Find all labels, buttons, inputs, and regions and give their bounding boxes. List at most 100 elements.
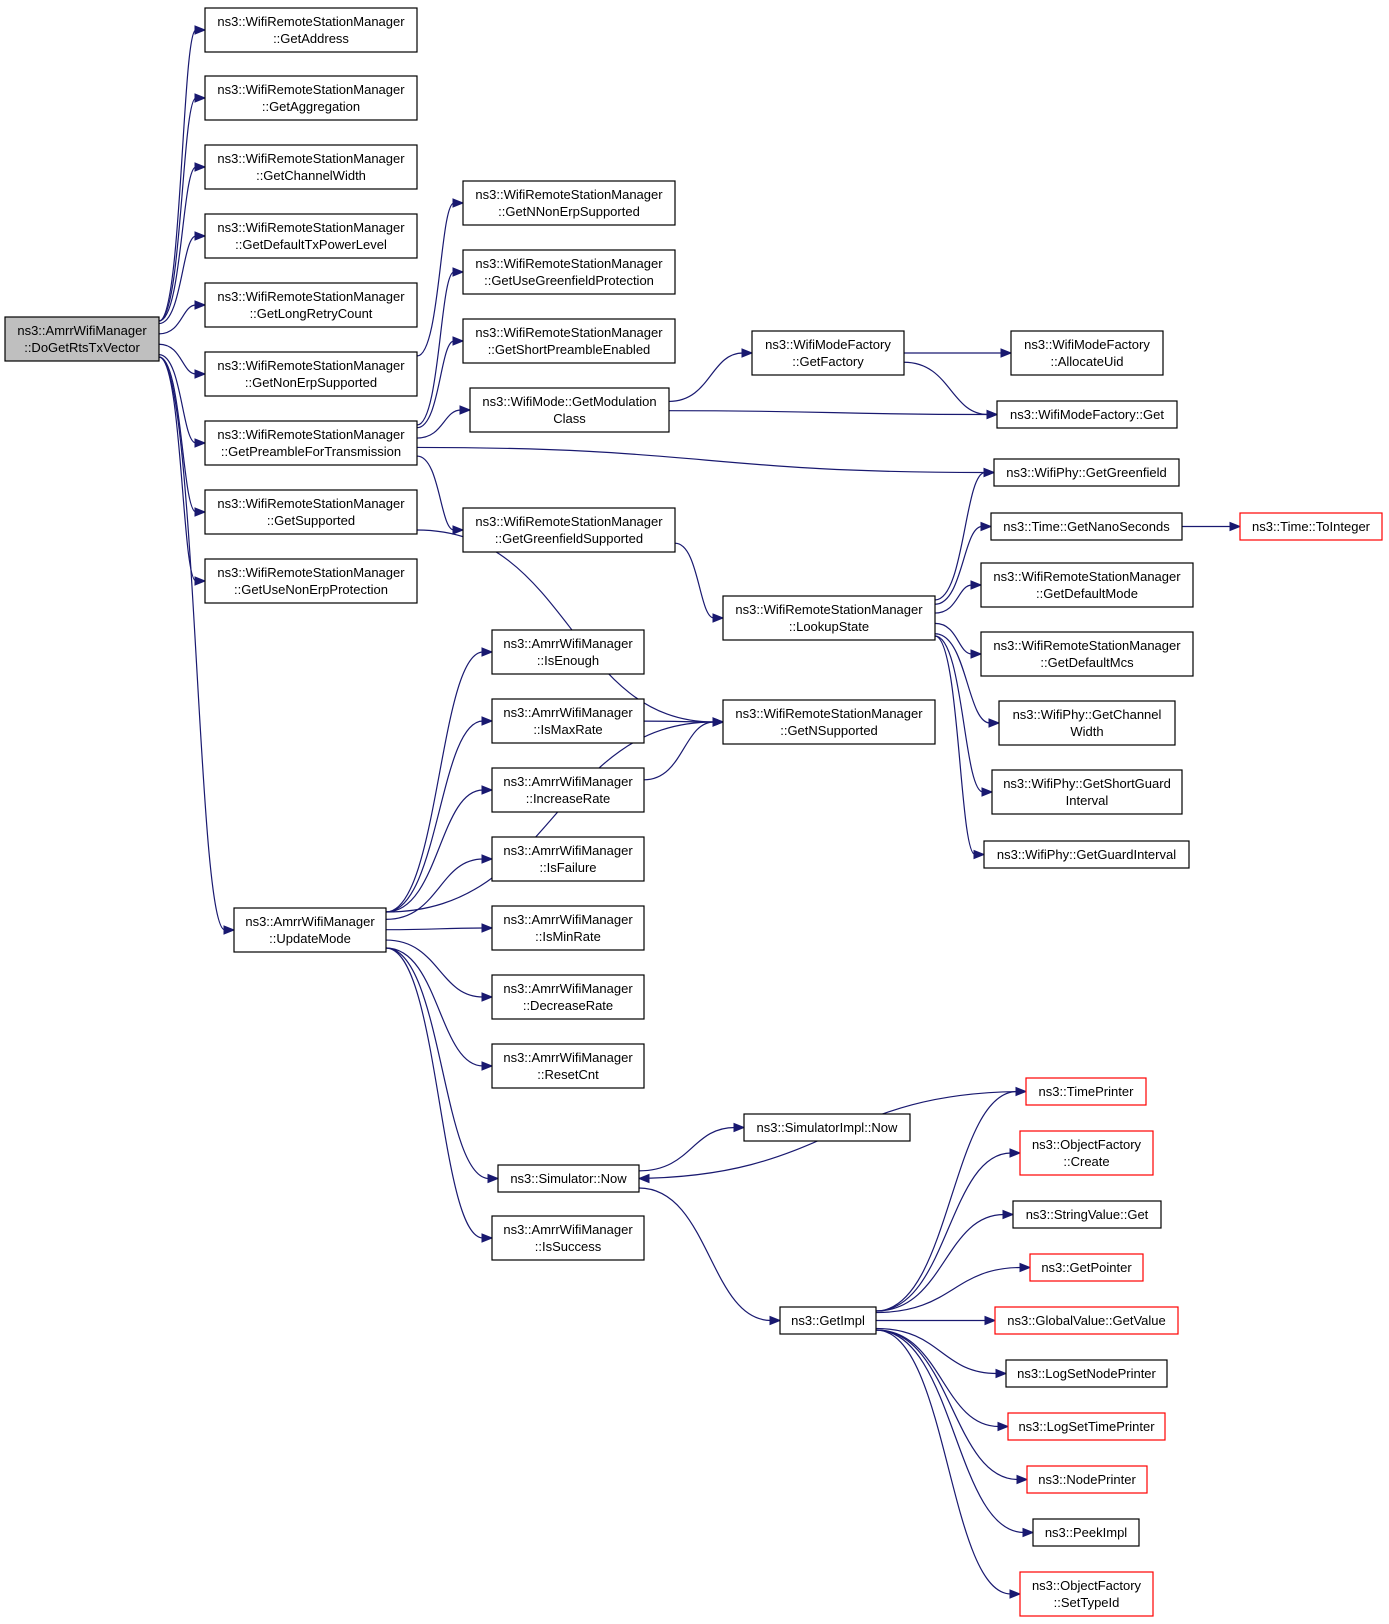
node-isenough[interactable]: ns3::AmrrWifiManager::IsEnough — [491, 629, 645, 675]
node-objcreate[interactable]: ns3::ObjectFactory::Create — [1019, 1130, 1154, 1176]
node-factoryget[interactable]: ns3::WifiModeFactory::Get — [996, 400, 1178, 429]
node-simimplnow[interactable]: ns3::SimulatorImpl::Now — [743, 1113, 911, 1142]
node-issuccess[interactable]: ns3::AmrrWifiManager::IsSuccess — [491, 1215, 645, 1261]
edge-root-getpreamble — [158, 354, 207, 448]
node-phychannelwidth[interactable]: ns3::WifiPhy::GetChannelWidth — [998, 700, 1176, 746]
node-label: ::GetNNonErpSupported — [498, 204, 640, 219]
node-getpointer[interactable]: ns3::GetPointer — [1029, 1253, 1144, 1282]
node-getaggregation[interactable]: ns3::WifiRemoteStationManager::GetAggreg… — [204, 75, 418, 121]
edge-arrowhead — [1019, 1262, 1032, 1273]
node-label: ns3::WifiRemoteStationManager — [993, 569, 1181, 584]
node-isminrate[interactable]: ns3::AmrrWifiManager::IsMinRate — [491, 905, 645, 951]
node-increaserate[interactable]: ns3::AmrrWifiManager::IncreaseRate — [491, 767, 645, 813]
node-label: ::GetUseGreenfieldProtection — [484, 273, 654, 288]
node-label: ::IsMaxRate — [533, 722, 602, 737]
node-getdefaultmode[interactable]: ns3::WifiRemoteStationManager::GetDefaul… — [980, 562, 1194, 608]
node-label: ns3::WifiRemoteStationManager — [217, 151, 405, 166]
edge-arrowhead — [487, 1173, 500, 1184]
node-getnnonerp[interactable]: ns3::WifiRemoteStationManager::GetNNonEr… — [462, 180, 676, 226]
edge-line — [416, 340, 455, 429]
edge-getgreenfieldsupported-lookupstate — [674, 542, 725, 623]
node-getsupported[interactable]: ns3::WifiRemoteStationManager::GetSuppor… — [204, 489, 418, 535]
node-box — [462, 507, 676, 553]
edge-arrowhead — [733, 1122, 746, 1133]
node-getchannelwidth[interactable]: ns3::WifiRemoteStationManager::GetChanne… — [204, 144, 418, 190]
node-lognodeprinter[interactable]: ns3::LogSetNodePrinter — [1005, 1359, 1168, 1388]
edge-arrowhead — [194, 507, 207, 517]
node-label: ns3::WifiRemoteStationManager — [475, 325, 663, 340]
node-getfactory[interactable]: ns3::WifiModeFactory::GetFactory — [751, 330, 905, 376]
edge-root-updatemode — [158, 356, 236, 935]
node-lookupstate[interactable]: ns3::WifiRemoteStationManager::LookupSta… — [722, 595, 936, 641]
edge-arrowhead — [194, 300, 207, 310]
node-logtimeprinter[interactable]: ns3::LogSetTimePrinter — [1007, 1412, 1166, 1441]
node-box — [204, 75, 418, 121]
edge-arrowhead — [980, 521, 993, 532]
node-box — [991, 769, 1183, 815]
edge-line — [903, 361, 989, 416]
node-ismaxrate[interactable]: ns3::AmrrWifiManager::IsMaxRate — [491, 698, 645, 744]
node-nodeprinter[interactable]: ns3::NodePrinter — [1026, 1465, 1148, 1494]
node-getshortpreamble[interactable]: ns3::WifiRemoteStationManager::GetShortP… — [462, 318, 676, 364]
node-getnsupported[interactable]: ns3::WifiRemoteStationManager::GetNSuppo… — [722, 699, 936, 745]
edge-arrowhead — [452, 267, 465, 277]
node-label: ns3::LogSetNodePrinter — [1017, 1366, 1156, 1381]
edge-arrowhead — [769, 1315, 782, 1326]
node-box — [994, 1306, 1179, 1335]
node-getlongretry[interactable]: ns3::WifiRemoteStationManager::GetLongRe… — [204, 282, 418, 328]
node-timeprinter[interactable]: ns3::TimePrinter — [1025, 1077, 1147, 1106]
node-box — [990, 512, 1183, 541]
node-label: ns3::WifiRemoteStationManager — [217, 14, 405, 29]
edge-arrowhead — [984, 1315, 997, 1326]
edge-line — [875, 1329, 1012, 1595]
node-label: ns3::Time::GetNanoSeconds — [1003, 519, 1170, 534]
node-updatemode[interactable]: ns3::AmrrWifiManager::UpdateMode — [233, 907, 387, 953]
edge-arrowhead — [194, 438, 207, 448]
edge-arrowhead — [481, 992, 494, 1002]
node-settypeid[interactable]: ns3::ObjectFactory::SetTypeId — [1019, 1571, 1154, 1617]
node-getnonerp[interactable]: ns3::WifiRemoteStationManager::GetNonErp… — [204, 351, 418, 397]
node-simnow[interactable]: ns3::Simulator::Now — [497, 1164, 640, 1193]
node-getusenonerp[interactable]: ns3::WifiRemoteStationManager::GetUseNon… — [204, 558, 418, 604]
node-getguardinterval[interactable]: ns3::WifiPhy::GetGuardInterval — [983, 840, 1190, 869]
node-label: ns3::WifiRemoteStationManager — [475, 514, 663, 529]
edge-arrowhead — [194, 93, 207, 103]
node-getusegreenfield[interactable]: ns3::WifiRemoteStationManager::GetUseGre… — [462, 249, 676, 295]
node-box — [996, 400, 1178, 429]
edge-arrowhead — [1015, 1086, 1028, 1097]
node-box — [204, 351, 418, 397]
node-box — [983, 840, 1190, 869]
node-resetcnt[interactable]: ns3::AmrrWifiManager::ResetCnt — [491, 1043, 645, 1089]
edge-line — [158, 29, 197, 322]
node-label: ns3::PeekImpl — [1045, 1525, 1127, 1540]
node-globalget[interactable]: ns3::GlobalValue::GetValue — [994, 1306, 1179, 1335]
node-root[interactable]: ns3::AmrrWifiManager::DoGetRtsTxVector — [4, 316, 160, 362]
node-getgreenfieldsupported[interactable]: ns3::WifiRemoteStationManager::GetGreenf… — [462, 507, 676, 553]
node-getnanoseconds[interactable]: ns3::Time::GetNanoSeconds — [990, 512, 1183, 541]
node-label: ns3::AmrrWifiManager — [503, 636, 633, 651]
node-isfailure[interactable]: ns3::AmrrWifiManager::IsFailure — [491, 836, 645, 882]
node-allocateuid[interactable]: ns3::WifiModeFactory::AllocateUid — [1010, 330, 1164, 376]
edge-getimpl-stringget — [875, 1209, 1015, 1312]
node-getdefaultmcs[interactable]: ns3::WifiRemoteStationManager::GetDefaul… — [980, 631, 1194, 677]
node-stringget[interactable]: ns3::StringValue::Get — [1012, 1200, 1162, 1229]
node-label: ns3::NodePrinter — [1038, 1472, 1136, 1487]
edge-line — [668, 410, 989, 416]
node-label: ::IsEnough — [537, 653, 599, 668]
edge-getimpl-getpointer — [875, 1262, 1032, 1314]
node-getdefaulttxpower[interactable]: ns3::WifiRemoteStationManager::GetDefaul… — [204, 213, 418, 259]
edge-updatemode-resetcnt — [385, 947, 494, 1071]
node-getpreamble[interactable]: ns3::WifiRemoteStationManager::GetPreamb… — [204, 420, 418, 466]
node-tointeger[interactable]: ns3::Time::ToInteger — [1239, 512, 1383, 541]
node-label: ::GetNonErpSupported — [245, 375, 377, 390]
node-getgreenfield[interactable]: ns3::WifiPhy::GetGreenfield — [993, 458, 1180, 487]
edge-getnonerp-getnnonerp — [416, 198, 465, 357]
node-getaddress[interactable]: ns3::WifiRemoteStationManager::GetAddres… — [204, 7, 418, 53]
node-peekimpl[interactable]: ns3::PeekImpl — [1032, 1518, 1140, 1547]
node-decreaserate[interactable]: ns3::AmrrWifiManager::DecreaseRate — [491, 974, 645, 1020]
edge-line — [385, 947, 484, 1239]
edge-arrowhead — [481, 1061, 494, 1071]
node-getimpl[interactable]: ns3::GetImpl — [779, 1306, 877, 1335]
